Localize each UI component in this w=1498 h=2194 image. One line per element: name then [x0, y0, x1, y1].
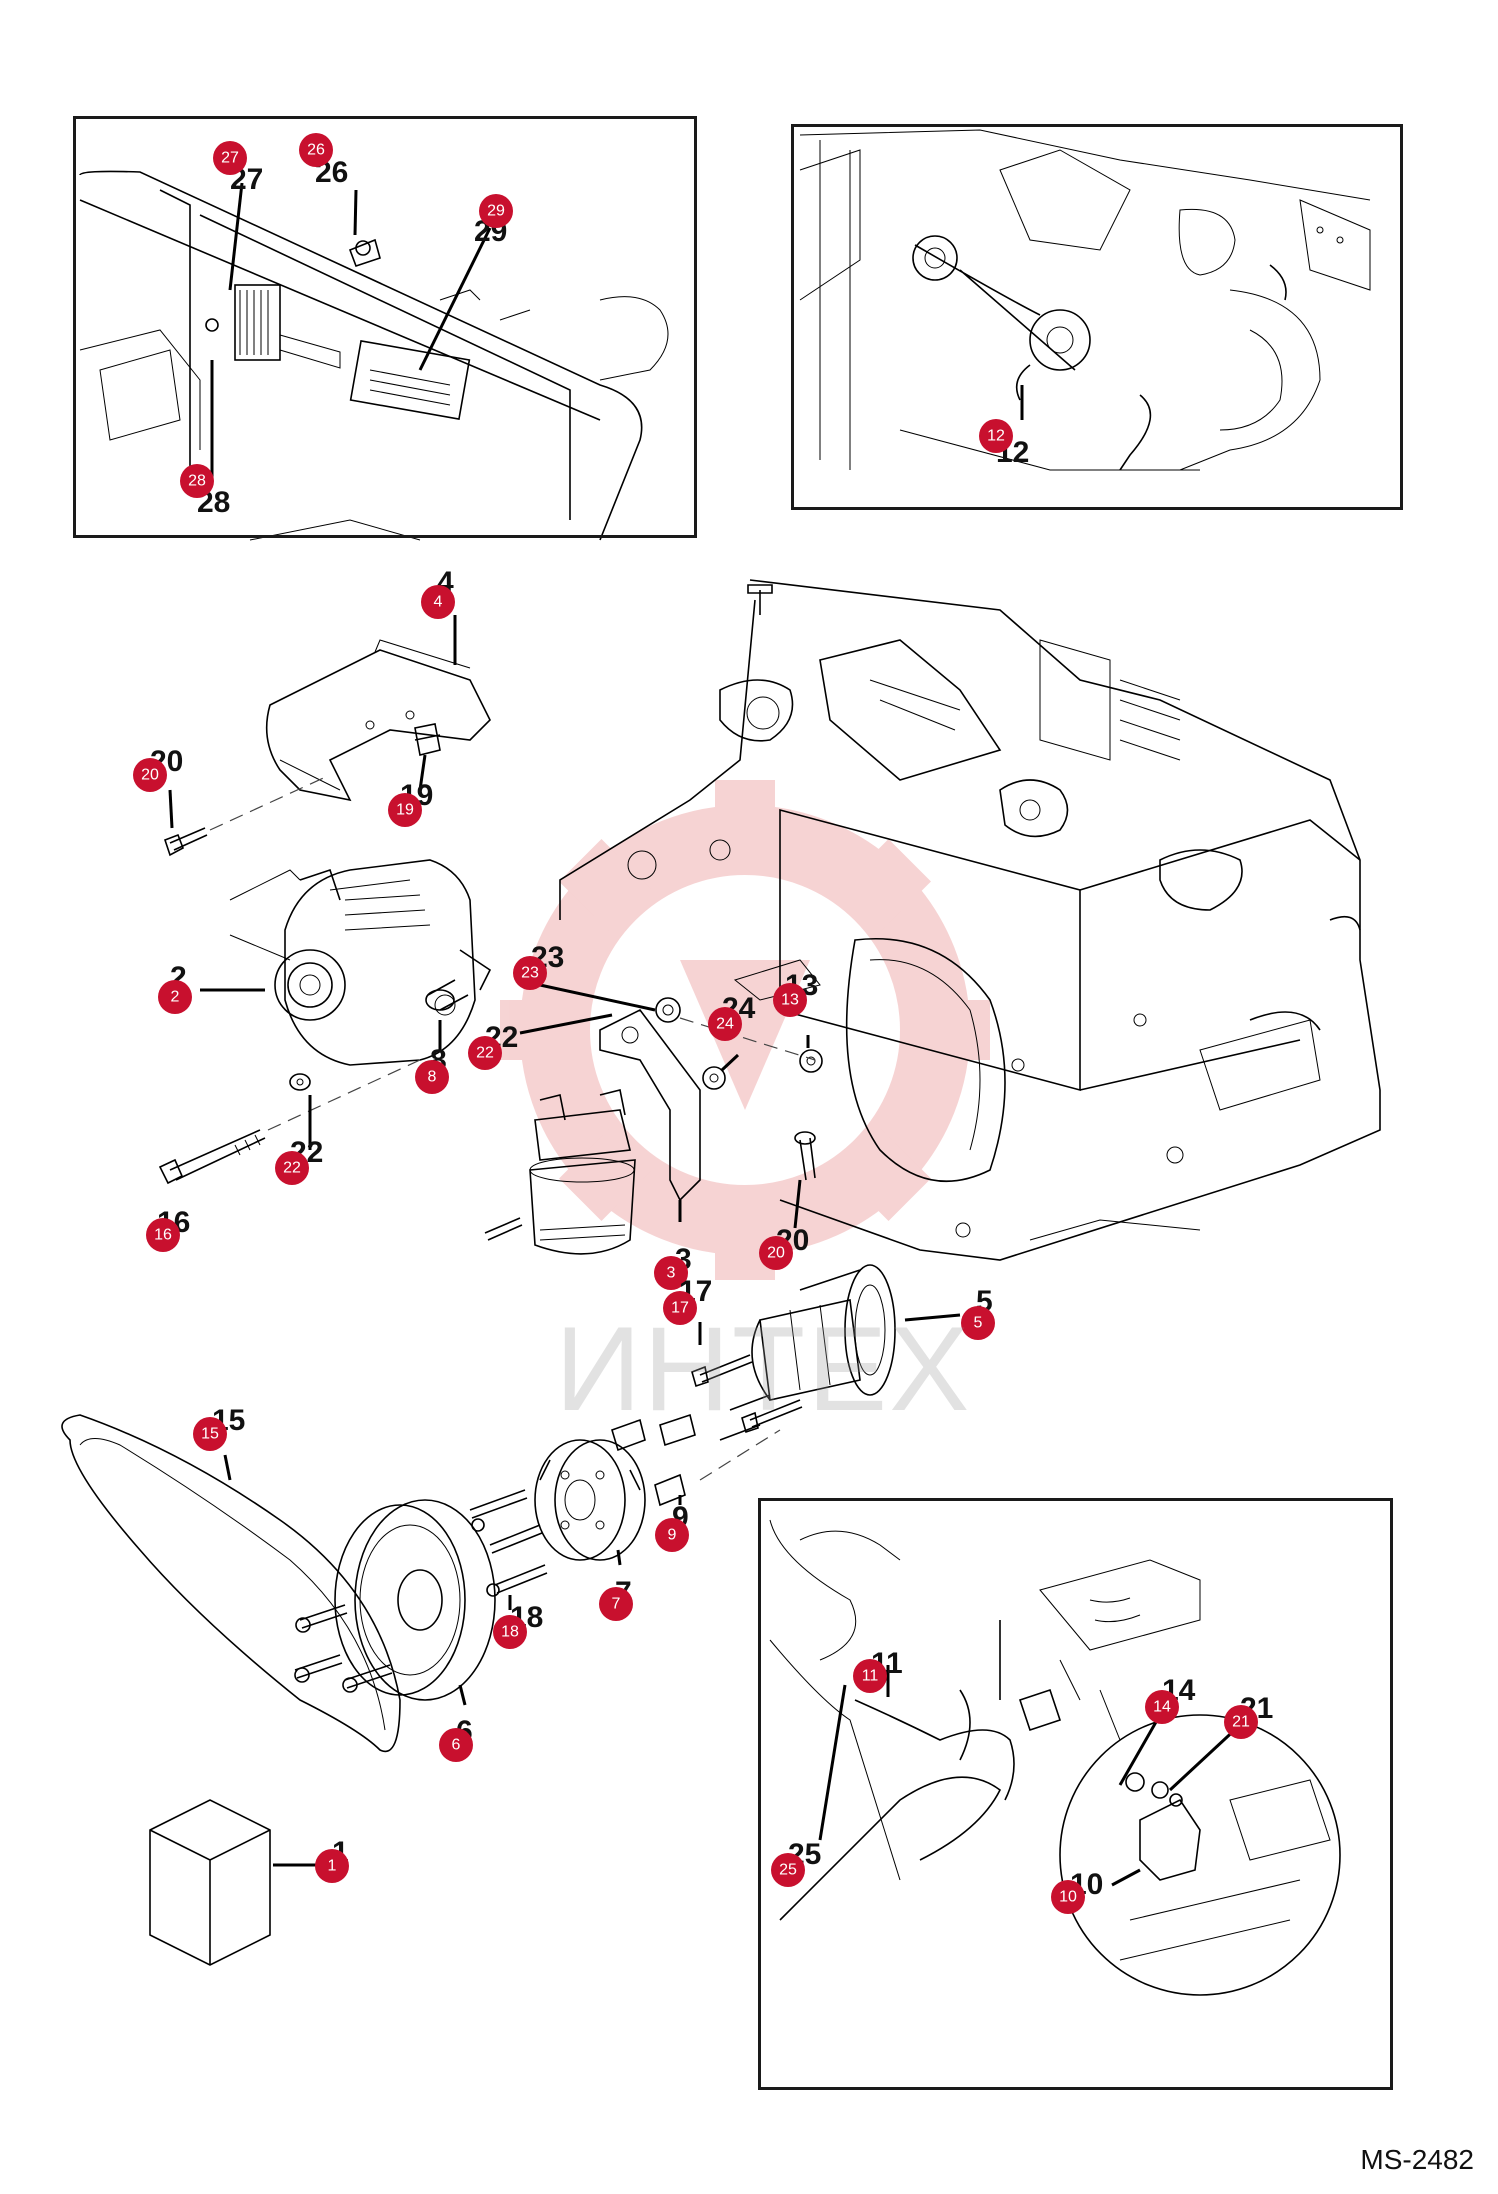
callout-badge-23: 23 [513, 956, 547, 990]
callout-badge-22b: 22 [275, 1151, 309, 1185]
callout-badge-label-17: 17 [671, 1300, 689, 1317]
belt-part-15-drawing [61, 1414, 401, 1753]
callout-badge-8: 8 [415, 1060, 449, 1094]
callout-badge-label-26: 26 [307, 142, 325, 159]
callout-badge-label-23: 23 [521, 965, 539, 982]
callout-badge-label-15: 15 [201, 1426, 219, 1443]
callout-badge-label-8: 8 [428, 1069, 437, 1086]
bolt-part-20-drawing [163, 774, 331, 857]
callout-badge-label-25: 25 [779, 1862, 797, 1879]
callout-badge-label-5: 5 [974, 1315, 983, 1332]
nuts-23-24-13-drawing [655, 997, 823, 1090]
callout-badge-label-29: 29 [487, 203, 505, 220]
callout-badge-2: 2 [158, 980, 192, 1014]
callout-badge-15: 15 [193, 1417, 227, 1451]
callout-badge-1: 1 [315, 1849, 349, 1883]
callout-badge-13: 13 [773, 983, 807, 1017]
callout-badge-label-10: 10 [1059, 1889, 1077, 1906]
filter-bracket-part-3-drawing [484, 1008, 701, 1255]
watermark-text: ИНТЕХ [555, 1302, 972, 1436]
callout-badge-14: 14 [1145, 1690, 1179, 1724]
callout-badge-label-12: 12 [987, 428, 1005, 445]
callout-badge-label-3: 3 [667, 1265, 676, 1282]
callout-badge-24: 24 [708, 1007, 742, 1041]
alternator-part-2-drawing [229, 859, 492, 1066]
callout-badge-label-6: 6 [452, 1737, 461, 1754]
callout-badge-label-22b: 22 [283, 1160, 301, 1177]
callout-badge-label-20b: 20 [767, 1245, 785, 1262]
callout-badge-label-18: 18 [501, 1624, 519, 1641]
callout-badge-label-1: 1 [328, 1858, 337, 1875]
bolt-part-20-lower-drawing [794, 1131, 816, 1181]
callout-badge-label-2: 2 [171, 989, 180, 1006]
bracket-part-4-drawing [265, 639, 491, 802]
inset-belt-drawing [799, 129, 1371, 471]
callout-badge-3: 3 [654, 1256, 688, 1290]
callout-badge-label-14: 14 [1153, 1699, 1171, 1716]
callout-badge-label-11: 11 [862, 1668, 879, 1685]
callout-badge-18: 18 [493, 1615, 527, 1649]
callout-badge-10: 10 [1051, 1880, 1085, 1914]
watermark-gear-icon [500, 780, 990, 1280]
callout-badge-20b: 20 [759, 1236, 793, 1270]
inset-frame-top-left [73, 116, 697, 538]
bolts-part-18-drawing [469, 1489, 548, 1597]
callout-badge-label-16: 16 [154, 1227, 172, 1244]
callout-badge-20a: 20 [133, 758, 167, 792]
callout-badge-17: 17 [663, 1291, 697, 1325]
callout-badge-label-22a: 22 [476, 1045, 494, 1062]
callout-badge-label-19: 19 [396, 802, 414, 819]
bolts-part-17-drawing [691, 1354, 803, 1441]
callout-badge-28: 28 [180, 464, 214, 498]
callout-badge-11: 11 [853, 1659, 887, 1693]
callout-badge-21: 21 [1224, 1705, 1258, 1739]
callout-badge-22a: 22 [468, 1036, 502, 1070]
long-bolt-part-16-drawing [158, 1059, 421, 1185]
engine-drawing [559, 579, 1381, 1261]
kit-box-part-1-drawing [149, 1799, 271, 1966]
inset-frame-top-right [791, 124, 1403, 510]
callout-badge-27: 27 [213, 141, 247, 175]
callout-badge-5: 5 [961, 1306, 995, 1340]
callout-badge-26: 26 [299, 133, 333, 167]
pulley-part-6-drawing [294, 1499, 496, 1701]
callout-badge-label-27: 27 [221, 150, 239, 167]
spacer-part-8-drawing [425, 979, 469, 1011]
callout-badge-6: 6 [439, 1728, 473, 1762]
callout-badge-29: 29 [479, 194, 513, 228]
callout-badge-label-13: 13 [781, 992, 799, 1009]
callout-badge-label-4: 4 [434, 594, 443, 611]
callout-badge-4: 4 [421, 585, 455, 619]
callout-badge-12: 12 [979, 419, 1013, 453]
callout-badge-7: 7 [599, 1587, 633, 1621]
document-id: MS-2482 [1360, 2144, 1474, 2175]
callout-badge-16: 16 [146, 1218, 180, 1252]
callout-badge-19: 19 [388, 793, 422, 827]
callout-badge-label-21: 21 [1232, 1714, 1250, 1731]
inset-frame-bottom-right [758, 1498, 1393, 2090]
callout-badge-label-28: 28 [188, 473, 206, 490]
callout-badge-25: 25 [771, 1853, 805, 1887]
callout-badge-9: 9 [655, 1518, 689, 1552]
hub-part-7-drawing [534, 1439, 646, 1561]
callout-badge-label-9: 9 [668, 1527, 677, 1544]
coupling-part-5-drawing [751, 1264, 896, 1401]
callout-badge-label-7: 7 [612, 1596, 621, 1613]
inset-wiring-drawing [769, 1519, 1341, 1996]
leader-lines [168, 182, 1242, 1887]
inset-control-panel-drawing [79, 170, 669, 541]
callout-badge-label-20a: 20 [141, 767, 159, 784]
callout-badge-label-24: 24 [716, 1016, 734, 1033]
